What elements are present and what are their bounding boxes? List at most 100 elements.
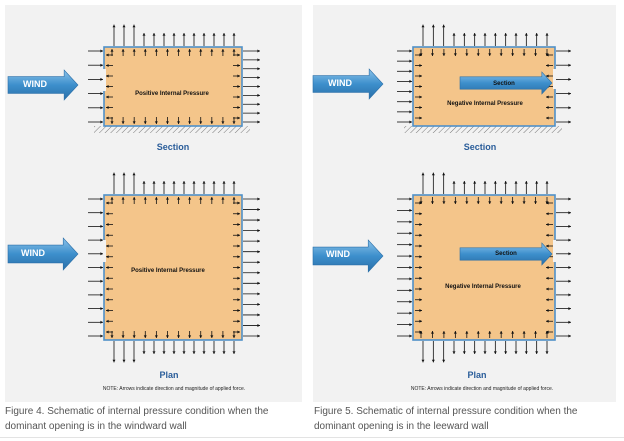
- arrow-head: [122, 172, 126, 176]
- arrow-head: [546, 276, 549, 280]
- roof-suction-arrow: [493, 181, 497, 194]
- internal-arrow: [106, 255, 113, 259]
- side-suction-arrow: [431, 341, 435, 363]
- arrow-head: [177, 335, 181, 338]
- internal-arrow: [233, 276, 240, 280]
- internal-arrow: [106, 212, 113, 216]
- windward-pressure-arrow: [397, 300, 412, 304]
- arrow-head: [199, 49, 203, 52]
- leeward-suction-arrow: [556, 293, 571, 297]
- arrow-head: [465, 201, 469, 204]
- arrow-head: [143, 49, 147, 52]
- internal-arrow: [106, 74, 113, 78]
- arrow-head: [257, 250, 260, 254]
- windward-pressure-arrow: [88, 49, 103, 53]
- internal-arrow: [233, 266, 240, 269]
- arrow-head: [462, 351, 466, 354]
- fig4-section-building: [103, 46, 243, 127]
- arrow-head: [237, 276, 240, 280]
- leeward-suction-arrow: [243, 76, 260, 80]
- arrow-head: [106, 223, 109, 226]
- arrow-head: [132, 172, 136, 176]
- arrow-head: [237, 244, 240, 248]
- arrow-head: [546, 64, 549, 67]
- leeward-suction-arrow: [243, 334, 260, 338]
- arrow-head: [202, 33, 206, 36]
- internal-arrow: [546, 64, 553, 67]
- internal-arrow: [233, 233, 240, 237]
- windward-pressure-arrow: [88, 63, 103, 67]
- internal-arrow: [121, 117, 125, 124]
- arrow-head: [511, 201, 515, 204]
- internal-arrow: [221, 331, 225, 338]
- internal-arrow: [143, 197, 147, 204]
- arrow-head: [221, 335, 225, 338]
- roof-suction-arrow: [535, 181, 539, 194]
- windward-pressure-arrow: [397, 208, 412, 212]
- arrow-head: [202, 351, 206, 354]
- fig5-section-arrow-label: Section: [493, 81, 515, 87]
- arrow-head: [483, 181, 487, 184]
- windward-pressure-arrow: [88, 252, 103, 256]
- internal-arrow: [199, 117, 203, 124]
- arrow-head: [409, 208, 412, 212]
- internal-arrow: [546, 309, 553, 312]
- windward-pressure-arrow: [88, 307, 103, 311]
- roof-suction-arrow: [473, 33, 477, 46]
- internal-arrow: [546, 53, 553, 57]
- arrow-head: [177, 49, 181, 52]
- arrow-head: [100, 211, 103, 215]
- arrow-head: [237, 298, 240, 302]
- arrow-head: [430, 53, 434, 56]
- arrow-head: [237, 74, 240, 78]
- arrow-head: [152, 33, 156, 36]
- fig5-plan-opening: [553, 240, 556, 262]
- arrow-head: [568, 197, 571, 201]
- arrow-head: [232, 121, 236, 124]
- arrow-head: [222, 33, 226, 36]
- arrow-head: [465, 53, 469, 56]
- roof-suction-arrow: [162, 33, 166, 46]
- leeward-suction-arrow: [556, 63, 571, 67]
- internal-arrow: [233, 223, 240, 226]
- fig4-section-ground: [94, 126, 250, 133]
- roof-suction-arrow: [212, 33, 216, 46]
- arrow-head: [237, 53, 240, 57]
- fig4-note: NOTE: Arrows indicate direction and magn…: [103, 386, 245, 392]
- arrow-head: [419, 85, 422, 88]
- arrow-head: [232, 351, 236, 354]
- side-suction-arrow: [202, 341, 206, 354]
- fig5-section-wind-label: WIND: [328, 78, 352, 88]
- leeward-suction-arrow: [556, 92, 571, 96]
- arrow-head: [106, 309, 109, 312]
- internal-arrow: [499, 331, 503, 338]
- arrow-head: [431, 172, 435, 176]
- fig4-plan-opening: [103, 240, 106, 262]
- arrow-head: [257, 85, 260, 88]
- arrow-head: [165, 49, 169, 52]
- fig4-plan-title: Plan: [159, 370, 178, 380]
- arrow-head: [568, 238, 571, 242]
- internal-arrow: [177, 197, 181, 204]
- roof-suction-arrow: [421, 24, 425, 46]
- windward-pressure-arrow: [88, 334, 103, 338]
- arrow-head: [476, 53, 480, 56]
- roof-suction-arrow: [172, 181, 176, 194]
- internal-arrow: [476, 197, 480, 204]
- arrow-head: [142, 351, 146, 354]
- arrow-head: [534, 201, 538, 204]
- roof-suction-arrow: [452, 181, 456, 194]
- arrow-head: [232, 49, 236, 52]
- arrow-head: [172, 181, 176, 184]
- roof-suction-arrow: [483, 181, 487, 194]
- arrow-head: [237, 64, 240, 67]
- arrow-head: [212, 351, 216, 354]
- arrow-head: [568, 49, 571, 53]
- internal-arrow: [415, 309, 422, 312]
- roof-suction-arrow: [473, 181, 477, 194]
- internal-arrow: [415, 106, 422, 109]
- internal-arrow: [546, 212, 553, 216]
- internal-arrow: [415, 53, 422, 57]
- internal-arrow: [415, 244, 422, 248]
